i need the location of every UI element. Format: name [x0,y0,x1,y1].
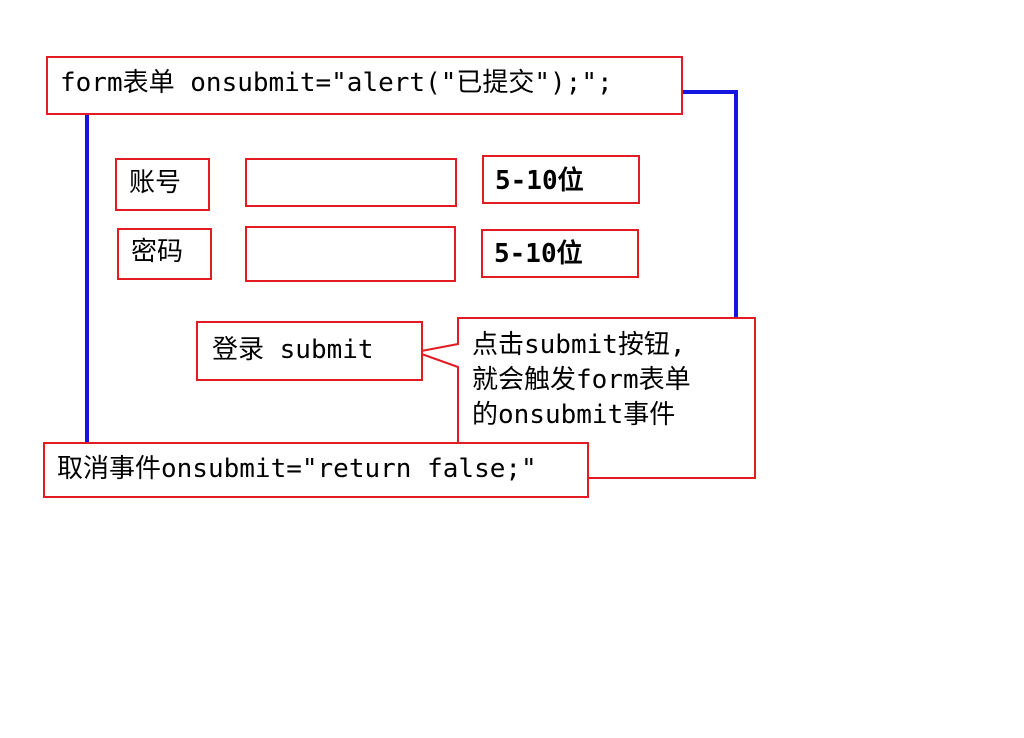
callout-line-2: 就会触发form表单 [472,365,691,395]
username-hint-box: 5-10位 [482,155,640,204]
form-box: form表单 onsubmit="alert("已提交");"; [46,56,683,115]
callout-text: 点击submit按钮, 就会触发form表单 的onsubmit事件 [472,328,691,433]
submit-button[interactable]: 登录 submit [196,321,423,381]
password-label-box: 密码 [117,228,212,280]
callout-line-1: 点击submit按钮, [472,330,686,360]
callout-line-3: 的onsubmit事件 [472,400,676,430]
password-label: 密码 [131,237,184,267]
cancel-label: 取消事件onsubmit="return false;" [57,454,537,484]
password-hint-box: 5-10位 [481,229,639,278]
left-connector-line [85,114,89,444]
callout-shape [412,317,756,479]
right-connector-line [734,90,738,320]
username-input[interactable] [245,158,457,207]
submit-label: 登录 submit [212,335,374,365]
username-label-box: 账号 [115,158,210,211]
form-label: form表单 onsubmit="alert("已提交");"; [60,68,613,98]
password-input[interactable] [245,226,456,282]
username-label: 账号 [129,168,182,198]
password-hint: 5-10位 [494,239,583,269]
cancel-event-box: 取消事件onsubmit="return false;" [43,442,589,498]
username-hint: 5-10位 [495,166,584,196]
top-right-connector-line [682,90,738,94]
